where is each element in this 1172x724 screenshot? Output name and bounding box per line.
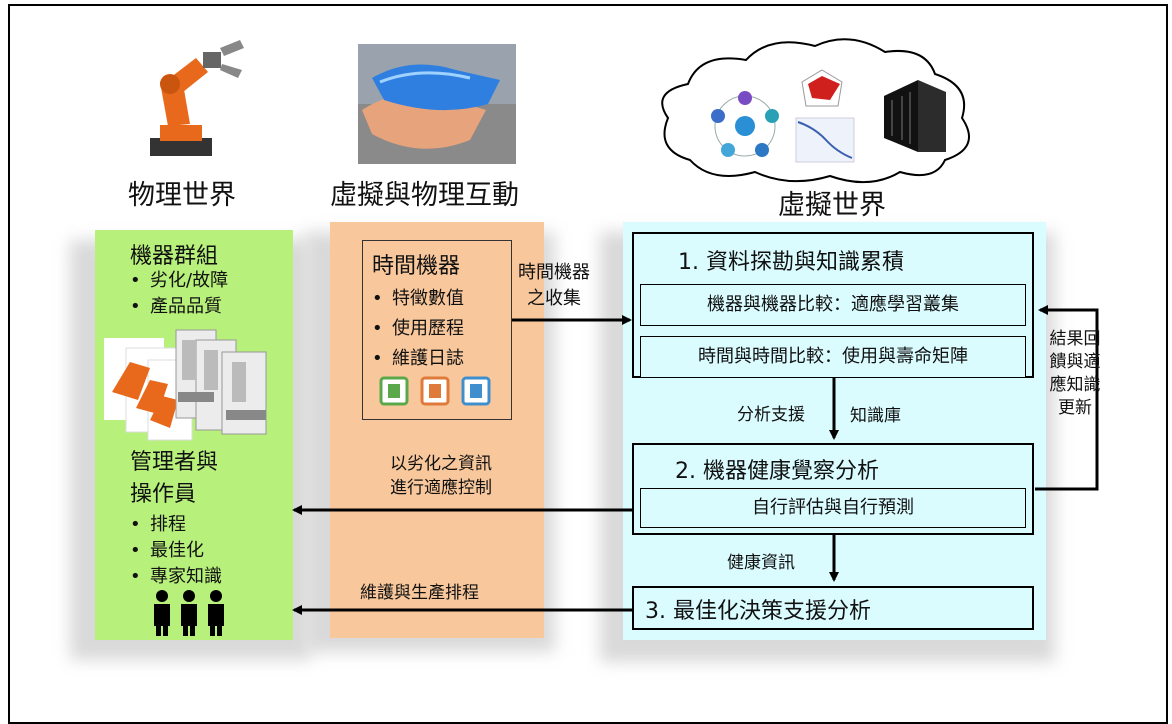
control-label-line: 以劣化之資訊	[390, 454, 492, 474]
virtual-world-heading: 虛擬世界	[778, 190, 886, 221]
control-label: 以劣化之資訊 進行適應控制	[366, 452, 516, 500]
time-machine-item: 特徵數值	[372, 284, 464, 314]
feedback-label: 結果回饋與適應知識更新	[1049, 329, 1101, 418]
digital-hands-icon	[358, 44, 516, 164]
machine-photos	[104, 329, 267, 441]
decision-support-box	[632, 586, 1034, 630]
people-icon	[154, 590, 224, 636]
robot-arm-icon	[150, 40, 244, 156]
collect-label: 時間機器 之收集	[518, 260, 590, 312]
machine-group-item: 劣化/故障	[130, 268, 228, 294]
time-compare-box: 時間與時間比較：使用與壽命矩陣	[640, 336, 1026, 378]
time-machine-box	[362, 240, 512, 420]
time-machine-title: 時間機器	[372, 254, 461, 279]
machine-compare-box: 機器與機器比較：適應學習叢集	[640, 284, 1026, 326]
line-chart-icon	[795, 117, 855, 163]
manager-item: 專家知識	[130, 564, 222, 590]
dss-diagram-icon	[711, 91, 779, 157]
knowledge-base-label: 知識庫	[850, 406, 901, 426]
health-analysis-title: 2. 機器健康覺察分析	[675, 459, 879, 484]
interaction-heading: 虛擬與物理互動	[330, 180, 519, 211]
collect-label-line: 時間機器	[518, 262, 590, 283]
server-rack-icon	[884, 80, 946, 152]
machine-group-list: 劣化/故障 產品品質	[130, 268, 228, 320]
feedback-arrow	[1035, 305, 1099, 491]
analysis-support-label: 分析支援	[737, 405, 805, 425]
physical-world-heading: 物理世界	[128, 180, 236, 211]
manager-title: 管理者與 操作員	[130, 447, 218, 511]
time-machine-item: 維護日誌	[372, 344, 464, 374]
self-assessment-box: 自行評估與自行預測	[640, 488, 1026, 528]
manager-list: 排程 最佳化 專家知識	[130, 512, 222, 590]
radar-chart-icon	[801, 69, 843, 107]
control-label-line: 進行適應控制	[390, 478, 492, 498]
time-machine-item: 使用歷程	[372, 314, 464, 344]
health-info-label: 健康資訊	[727, 553, 795, 573]
collect-label-line: 之收集	[527, 288, 581, 309]
time-machine-list: 特徵數值 使用歷程 維護日誌	[372, 284, 464, 374]
manager-title-line: 管理者與	[130, 450, 219, 475]
manager-item: 最佳化	[130, 538, 222, 564]
data-mining-title: 1. 資料探勘與知識累積	[678, 250, 904, 275]
machine-group-item: 產品品質	[130, 294, 228, 320]
cloud-icon	[661, 38, 970, 184]
manager-item: 排程	[130, 512, 222, 538]
document-icon	[379, 376, 491, 406]
machine-group-title: 機器群組	[130, 244, 219, 269]
decision-support-title: 3. 最佳化決策支援分析	[645, 599, 871, 624]
manager-title-line: 操作員	[130, 482, 197, 507]
schedule-label: 維護與生產排程	[360, 583, 479, 603]
